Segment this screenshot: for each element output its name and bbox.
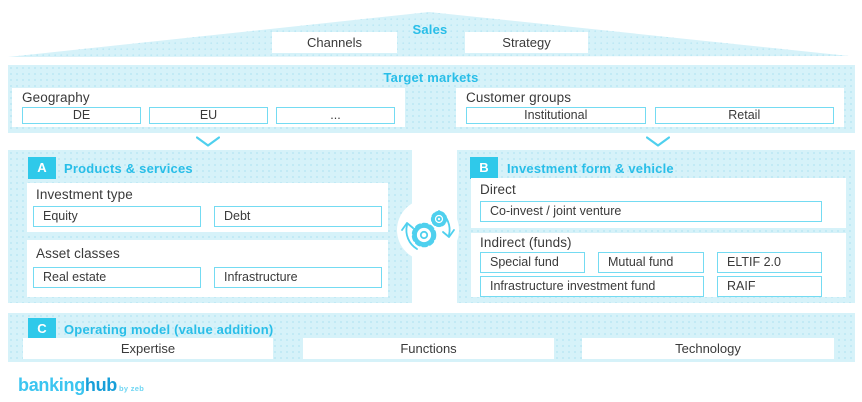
- indirect-funds-grid: Special fund Mutual fund ELTIF 2.0 Infra…: [480, 252, 822, 297]
- asset-class-infrastructure: Infrastructure: [214, 267, 382, 288]
- investment-type-debt: Debt: [214, 206, 382, 227]
- fund-special: Special fund: [480, 252, 585, 273]
- fund-raif: RAIF: [717, 276, 822, 297]
- asset-classes-label: Asset classes: [36, 246, 120, 261]
- logo-text-banking: banking: [18, 375, 85, 395]
- investment-type-equity: Equity: [33, 206, 201, 227]
- geography-item-more: ...: [276, 107, 395, 124]
- investment-type-items: Equity Debt: [33, 206, 382, 227]
- customer-groups-items: Institutional Retail: [466, 107, 834, 124]
- chevron-down-icon: [646, 136, 670, 147]
- direct-panel: Direct Co-invest / joint venture: [471, 178, 846, 228]
- operating-model-expertise: Expertise: [23, 338, 273, 359]
- fund-infrastructure-investment: Infrastructure investment fund: [480, 276, 704, 297]
- customer-item-retail: Retail: [654, 107, 834, 124]
- chevron-down-icon: [196, 136, 220, 147]
- operating-model-technology: Technology: [582, 338, 834, 359]
- roof-shape: [8, 12, 849, 57]
- target-markets-title: Target markets: [383, 70, 479, 85]
- indirect-funds-label: Indirect (funds): [480, 235, 572, 250]
- geography-item-de: DE: [22, 107, 141, 124]
- direct-label: Direct: [480, 182, 516, 197]
- section-a-panel: A Products & services Investment type Eq…: [8, 150, 412, 303]
- customer-item-institutional: Institutional: [466, 107, 646, 124]
- investment-type-label: Investment type: [36, 187, 133, 202]
- customer-groups-panel: Customer groups Institutional Retail: [456, 88, 844, 127]
- section-c-badge: C: [28, 318, 56, 340]
- asset-classes-panel: Asset classes Real estate Infrastructure: [27, 240, 388, 297]
- logo-byline: by zeb: [119, 384, 145, 393]
- strategy-box: Strategy: [465, 32, 588, 53]
- section-a-badge: A: [28, 157, 56, 179]
- indirect-funds-panel: Indirect (funds) Special fund Mutual fun…: [471, 233, 846, 297]
- customer-groups-label: Customer groups: [466, 90, 572, 105]
- investment-type-panel: Investment type Equity Debt: [27, 183, 388, 232]
- logo-text-hub: hub: [84, 375, 117, 395]
- section-a-title: Products & services: [64, 161, 193, 176]
- section-b-badge: B: [470, 157, 498, 179]
- section-b-title: Investment form & vehicle: [507, 161, 674, 176]
- process-cycle-gears-icon: [397, 199, 459, 261]
- geography-panel: Geography DE EU ...: [12, 88, 405, 127]
- asset-class-real-estate: Real estate: [33, 267, 201, 288]
- sales-title: Sales: [412, 22, 448, 37]
- operating-model-functions: Functions: [303, 338, 554, 359]
- section-b-panel: B Investment form & vehicle Direct Co-in…: [457, 150, 855, 303]
- section-c-panel: C Operating model (value addition) Exper…: [8, 313, 855, 362]
- section-c-title: Operating model (value addition): [64, 322, 274, 337]
- fund-mutual: Mutual fund: [598, 252, 704, 273]
- asset-classes-items: Real estate Infrastructure: [33, 267, 382, 288]
- geography-item-eu: EU: [149, 107, 268, 124]
- geography-items: DE EU ...: [22, 107, 395, 124]
- channels-box: Channels: [272, 32, 397, 53]
- fund-eltif: ELTIF 2.0: [717, 252, 822, 273]
- geography-label: Geography: [22, 90, 90, 105]
- direct-item-coinvest: Co-invest / joint venture: [480, 201, 822, 222]
